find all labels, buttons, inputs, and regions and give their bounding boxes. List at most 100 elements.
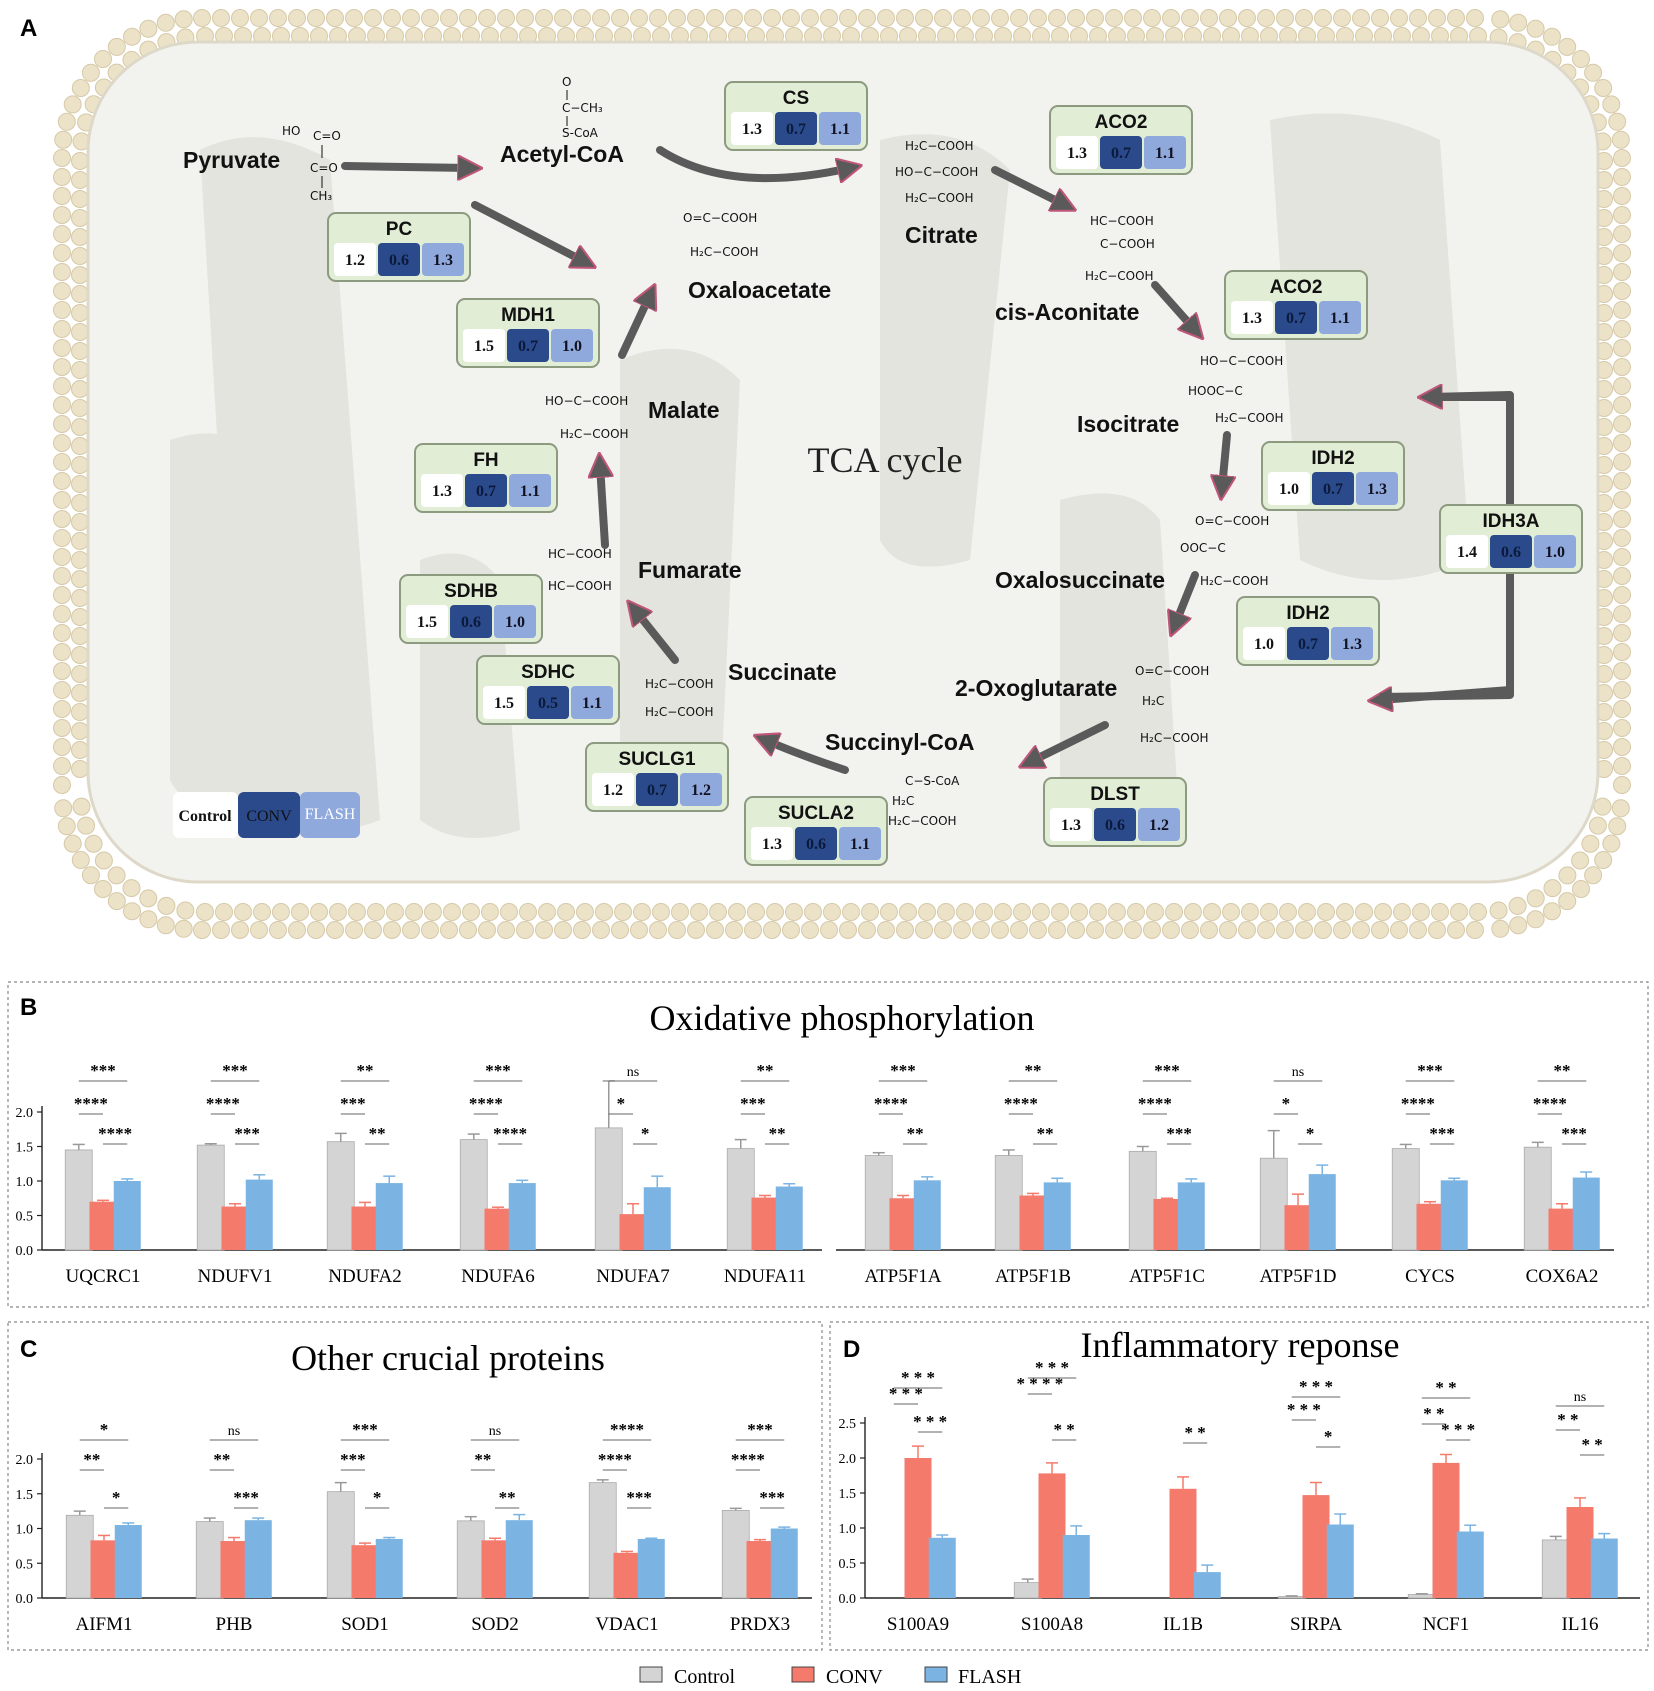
membrane-bead [706,9,724,27]
y-tick-label: 0.0 [839,1592,857,1607]
significance-label: * [1306,1124,1315,1143]
membrane-bead [1526,889,1545,908]
membrane-bead [84,834,103,853]
significance-label: * [373,1488,382,1507]
panel-b-label: B [20,994,37,1021]
flash-value: 1.3 [433,252,453,269]
control-value: 1.3 [1067,145,1087,162]
flash-value: 1.1 [830,121,850,138]
membrane-bead [1613,149,1631,167]
bar-control [65,1514,94,1599]
bar-control [1277,1596,1306,1599]
membrane-bead [71,247,89,265]
chart-oxidative-phosphorylation: 0.00.51.01.52.0UQCRC1***********NDUFV1**… [16,1061,1614,1287]
membrane-bead [1613,187,1631,205]
enzyme-name: SDHC [521,662,575,683]
significance-label: *** [890,1061,916,1080]
membrane-bead [1466,921,1484,939]
bar-conv [1038,1473,1066,1598]
membrane-bead [744,9,762,27]
legend-conv-swatch [791,1666,815,1683]
membrane-bead [71,513,89,531]
membrane-bead [288,9,306,27]
metabolite-acetyl-coa: Acetyl-CoA [500,141,624,167]
significance-label: ns [627,1065,639,1080]
membrane-bead [421,921,439,939]
conv-cell [775,112,817,145]
bar-conv [1566,1507,1594,1598]
membrane-bead [123,902,141,921]
panel-a-legend: Control CONV FLASH [173,792,360,838]
significance-label: * * * [1441,1420,1475,1439]
membrane-bead [81,63,100,82]
bar-control [64,1149,93,1251]
flash-value: 1.3 [1342,636,1362,653]
membrane-bead [1613,225,1631,243]
membrane-bead [1594,851,1613,869]
svg-text:HO−C−COOH: HO−C−COOH [1200,354,1283,368]
membrane-bead [71,684,89,702]
significance-label: **** [98,1124,132,1143]
membrane-bead [915,9,933,27]
membrane-bead [725,921,743,939]
control-cell [1243,627,1285,660]
membrane-bead [402,9,420,27]
membrane-bead [1613,643,1631,661]
legend-control-swatch [639,1666,663,1683]
membrane-bead [364,921,382,939]
y-tick-label: 0.0 [16,1592,34,1607]
svg-text:HO: HO [282,124,300,138]
membrane-bead [668,9,686,27]
membrane-bead [1613,472,1631,490]
membrane-bead [53,187,71,205]
membrane-bead [440,921,458,939]
membrane-bead [329,903,347,921]
bar-control [326,1141,355,1251]
membrane-bead [156,13,175,32]
enzyme-name: MDH1 [501,305,555,326]
significance-label: **** [206,1094,240,1113]
bar-flash [1062,1535,1090,1598]
center-title: TCA cycle [808,440,963,480]
bar-conv [746,1541,774,1598]
membrane-bead [573,921,591,939]
x-tick-label: AIFM1 [75,1614,132,1635]
membrane-bead [71,361,89,379]
membrane-bead [122,879,141,898]
x-tick-label: PHB [216,1614,253,1635]
significance-label: *** [1417,1061,1443,1080]
membrane-bead [1165,903,1183,921]
membrane-bead [367,903,385,921]
membrane-bead [53,548,71,566]
membrane-bead [1584,866,1603,885]
y-tick-label: 1.5 [839,1487,857,1502]
x-tick-label: NCF1 [1423,1614,1469,1635]
conv-value: 0.6 [1105,817,1125,834]
bar-flash [1043,1182,1071,1250]
bar-flash [1326,1524,1354,1598]
membrane-bead [1409,9,1427,27]
bar-conv [90,1540,118,1598]
bar-flash [1177,1182,1205,1250]
flash-cell [680,773,722,806]
membrane-bead [1298,903,1316,921]
membrane-bead [1032,903,1050,921]
panel-c-frame [7,1321,823,1651]
flash-value: 1.1 [1330,310,1350,327]
membrane-bead [1238,9,1256,27]
legend-control-swatch [173,792,238,838]
membrane-bead [1613,244,1631,262]
membrane-bead [1124,921,1142,939]
significance-label: **** [731,1450,765,1469]
significance-label: * [100,1420,109,1439]
membrane-bead [54,799,73,818]
membrane-bead [1127,903,1145,921]
y-tick-label: 2.0 [16,1453,34,1468]
significance-label: * * * [901,1368,935,1387]
membrane-bead [94,50,112,68]
control-cell [483,686,525,719]
